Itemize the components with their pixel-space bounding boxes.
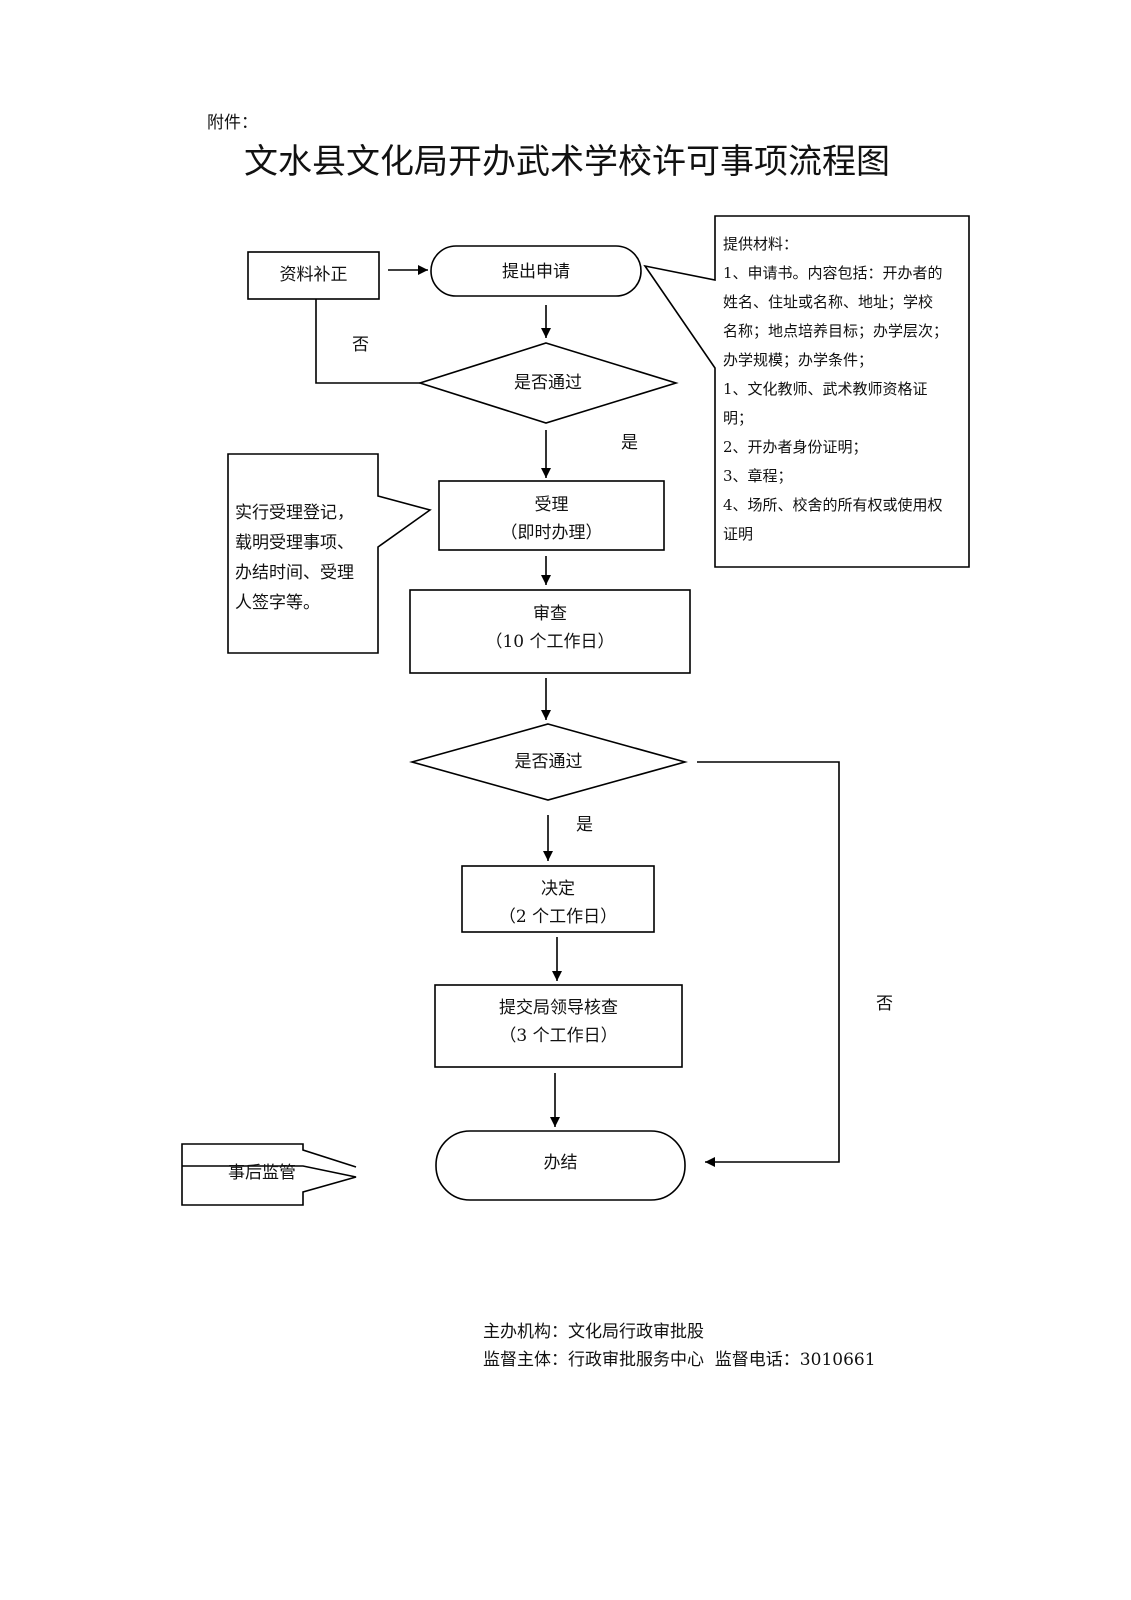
correct-materials-box <box>247 251 380 300</box>
decide-box <box>461 865 655 933</box>
accept-box <box>438 480 665 551</box>
footer: 主办机构：文化局行政审批股 监督主体：行政审批服务中心 监督电话：3010661 <box>483 1318 876 1374</box>
materials-note: 提供材料： 1、申请书。内容包括：开办者的 姓名、住址或名称、地址；学校 名称；… <box>723 230 968 549</box>
submit-application-terminal <box>430 245 642 297</box>
accept-subtitle: （即时办理） <box>500 523 603 543</box>
decision-2-label: 是否通过 <box>514 752 583 772</box>
yes-label-1: 是 <box>621 433 638 453</box>
materials-line: 姓名、住址或名称、地址；学校 <box>723 293 934 311</box>
acceptance-line: 办结时间、受理 <box>235 563 354 583</box>
acceptance-line: 人签字等。 <box>235 593 320 613</box>
materials-callout <box>643 215 970 568</box>
decision-1-label: 是否通过 <box>514 373 582 393</box>
complete-terminal <box>435 1130 686 1201</box>
no-loop-1 <box>315 299 420 384</box>
acceptance-line: 载明受理事项、 <box>235 533 354 553</box>
acceptance-callout <box>227 453 432 654</box>
no-label-2: 否 <box>876 994 893 1014</box>
no-label-1: 否 <box>352 335 369 355</box>
no-route-2 <box>697 761 840 1167</box>
page-title: 文水县文化局开办武术学校许可事项流程图 <box>244 142 890 182</box>
materials-line: 名称；地点培养目标；办学层次； <box>723 322 949 340</box>
materials-line: 证明 <box>723 525 754 543</box>
leader-check-title: 提交局领导核查 <box>499 998 618 1018</box>
materials-line: 办学规模；办学条件； <box>723 351 874 369</box>
materials-line: 1、申请书。内容包括：开办者的 <box>723 264 943 282</box>
complete-label: 办结 <box>543 1153 578 1173</box>
leader-check-subtitle: （3 个工作日） <box>499 1026 618 1046</box>
materials-line: 2、开办者身份证明； <box>723 438 868 456</box>
post-supervision-callout <box>181 1143 357 1206</box>
materials-line: 3、章程； <box>723 467 793 485</box>
yes-label-2: 是 <box>576 815 593 835</box>
review-title: 审查 <box>533 604 567 624</box>
decide-subtitle: （2 个工作日） <box>498 907 618 927</box>
materials-heading: 提供材料： <box>723 235 799 253</box>
submit-application-label: 提出申请 <box>502 262 570 282</box>
acceptance-line: 实行受理登记， <box>235 503 354 523</box>
correct-materials-label: 资料补正 <box>279 265 348 285</box>
materials-line: 1、文化教师、武术教师资格证 <box>723 380 928 398</box>
organizer-text: 主办机构：文化局行政审批股 <box>483 1322 704 1342</box>
supervisor-text: 监督主体：行政审批服务中心 监督电话：3010661 <box>483 1350 876 1370</box>
accept-title: 受理 <box>534 495 569 515</box>
leader-check-box <box>434 984 683 1068</box>
attachment-label: 附件： <box>207 113 258 133</box>
acceptance-note: 实行受理登记， 载明受理事项、 办结时间、受理 人签字等。 <box>235 498 380 618</box>
review-box <box>409 589 691 674</box>
materials-line: 明； <box>723 409 754 427</box>
review-subtitle: （10 个工作日） <box>485 632 615 652</box>
decision-2-diamond <box>409 723 688 801</box>
post-supervision-label: 事后监管 <box>228 1163 296 1183</box>
materials-line: 4、场所、校舍的所有权或使用权 <box>723 496 943 514</box>
decide-title: 决定 <box>541 879 575 899</box>
decision-1-diamond <box>417 342 679 424</box>
